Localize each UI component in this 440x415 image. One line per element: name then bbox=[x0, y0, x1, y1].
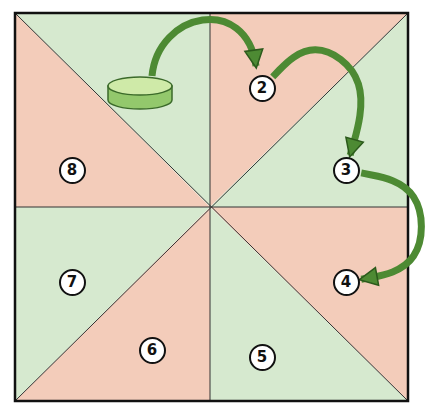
callout-number: 3 bbox=[333, 157, 360, 184]
move-arrow bbox=[152, 19, 256, 76]
move-arrow bbox=[273, 50, 361, 155]
callout-number-text: 5 bbox=[257, 350, 267, 365]
callout-number: 4 bbox=[333, 269, 360, 296]
puck-icon bbox=[108, 77, 172, 109]
callout-number-text: 4 bbox=[341, 275, 351, 290]
board-border bbox=[15, 13, 408, 401]
callout-number: 5 bbox=[249, 344, 276, 371]
callout-number-text: 2 bbox=[257, 81, 267, 96]
move-arrow bbox=[361, 173, 421, 279]
callout-number: 8 bbox=[59, 157, 86, 184]
callout-number: 7 bbox=[59, 269, 86, 296]
callout-number: 2 bbox=[249, 75, 276, 102]
board-lines bbox=[15, 13, 408, 401]
callout-number: 6 bbox=[139, 337, 166, 364]
callout-number-text: 6 bbox=[147, 343, 157, 358]
callout-number-text: 7 bbox=[67, 275, 77, 290]
callout-number-text: 8 bbox=[67, 163, 77, 178]
callout-number-text: 3 bbox=[341, 163, 351, 178]
